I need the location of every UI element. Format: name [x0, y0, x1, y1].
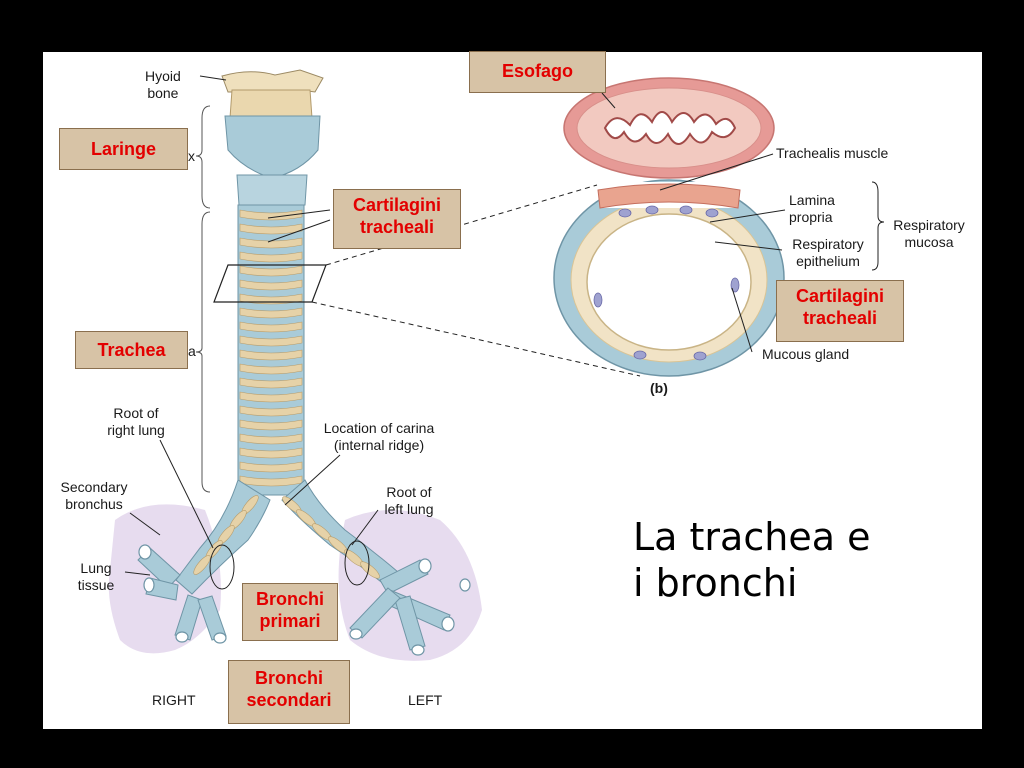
tracheal-ring: [239, 349, 303, 361]
lung-tissue-line1: Lung: [80, 560, 112, 576]
callout-bronchi-secondari: Bronchi secondari: [228, 660, 350, 724]
larynx-brace: [195, 105, 211, 209]
larynx-x-mark: x: [188, 148, 195, 164]
tracheal-ring: [239, 377, 303, 389]
respiratory-mucosa-label: Respiratory mucosa: [884, 217, 974, 251]
trachea-brace: [195, 211, 211, 493]
bronchial-rings: [193, 495, 380, 579]
lung-tissue-line2: tissue: [77, 577, 115, 593]
callout-bronchi-secondari-line2: secondari: [246, 690, 332, 710]
lamina-line2: propria: [789, 209, 833, 225]
secondary-bronchus-line1: Secondary: [60, 479, 128, 495]
respiratory-mucosa-line1: Respiratory: [893, 217, 965, 233]
cricoid-cartilage: [236, 174, 308, 206]
slide-title-line2: i bronchi: [633, 561, 798, 605]
trachealis-muscle-label: Trachealis muscle: [776, 145, 889, 161]
trachealis-muscle: [597, 183, 741, 209]
tracheal-ring: [239, 433, 303, 445]
root-left-lung-label: Root of left lung: [374, 484, 444, 518]
tracheal-ring: [239, 265, 303, 277]
hyoid-label-line1: Hyoid: [145, 68, 181, 84]
root-right-line1: Root of: [113, 405, 159, 421]
mucous-gland-label: Mucous gland: [762, 346, 850, 362]
callout-cartilagini-right-line1: Cartilagini: [795, 286, 884, 306]
lamina-propria-label: Lamina propria: [789, 192, 835, 226]
callout-laringe: Laringe: [59, 128, 188, 170]
tracheal-ring: [239, 405, 303, 417]
root-right-line2: right lung: [107, 422, 165, 438]
callout-trachea: Trachea: [75, 331, 188, 369]
carina-label: Location of carina (internal ridge): [306, 420, 452, 454]
tracheal-ring: [239, 223, 303, 235]
left-side-label: LEFT: [408, 692, 443, 708]
hyoid-label-line2: bone: [147, 85, 179, 101]
mucous-glands: [593, 205, 740, 361]
carina-line2: (internal ridge): [333, 437, 425, 453]
panel-b-label: (b): [650, 380, 668, 396]
tracheal-ring: [239, 237, 303, 249]
tracheal-ring: [239, 279, 303, 291]
thyroid-cartilage: [224, 115, 321, 179]
tracheal-ring: [239, 391, 303, 403]
right-side-label: RIGHT: [152, 692, 196, 708]
tracheal-ring: [239, 335, 303, 347]
respiratory-mucosa-line2: mucosa: [904, 234, 954, 250]
tracheal-ring: [239, 251, 303, 263]
esophagus-section: [563, 77, 775, 179]
slide-title: La trachea e i bronchi: [633, 514, 870, 606]
secondary-bronchus-line2: bronchus: [65, 496, 123, 512]
tracheal-ring: [239, 321, 303, 333]
carina-line1: Location of carina: [323, 420, 435, 436]
tracheal-ring: [239, 363, 303, 375]
callout-cartilagini-tracheali-right: Cartilagini tracheali: [776, 280, 904, 342]
root-right-lung-label: Root of right lung: [96, 405, 176, 439]
respiratory-epithelium-label: Respiratory epithelium: [782, 236, 874, 270]
tracheal-ring: [239, 447, 303, 459]
respiratory-epithelium-line1: Respiratory: [792, 236, 864, 252]
dashed-connector-top: [325, 184, 598, 266]
secondary-bronchus-label: Secondary bronchus: [48, 479, 140, 513]
callout-bronchi-secondari-line1: Bronchi: [254, 668, 323, 688]
trachea-a-mark: a: [188, 343, 196, 359]
respiratory-epithelium-line2: epithelium: [796, 253, 860, 269]
bronchial-ring: [193, 555, 211, 575]
secondary-bronchi-left: [349, 559, 451, 651]
tracheal-ring: [239, 307, 303, 319]
callout-cartilagini-tracheali-left: Cartilagini tracheali: [333, 189, 461, 249]
tracheal-ring: [239, 419, 303, 431]
callout-bronchi-primari-line2: primari: [259, 611, 321, 631]
bronchiole-openings: [138, 544, 471, 656]
callout-cartilagini-left-line1: Cartilagini: [352, 195, 441, 215]
root-left-line1: Root of: [386, 484, 432, 500]
slide-title-line1: La trachea e: [633, 515, 871, 559]
callout-esofago: Esofago: [469, 51, 606, 93]
tracheal-rings: [237, 204, 305, 496]
root-left-line2: left lung: [384, 501, 434, 517]
lamina-line1: Lamina: [789, 192, 835, 208]
tracheal-ring: [239, 209, 303, 221]
callout-bronchi-primari-line1: Bronchi: [255, 589, 324, 609]
lung-tissue-label: Lung tissue: [66, 560, 126, 594]
dashed-connector-bottom: [311, 301, 641, 377]
leader-lines-left: [124, 75, 379, 590]
leader-lines-right: [601, 92, 885, 353]
callout-bronchi-primari: Bronchi primari: [242, 583, 338, 641]
trachea-cross-section: [553, 179, 785, 377]
tracheal-ring: [239, 461, 303, 473]
epiglottis: [229, 89, 313, 119]
hyoid-bone-label: Hyoid bone: [145, 68, 181, 102]
callout-cartilagini-right-line2: tracheali: [802, 308, 878, 328]
callout-cartilagini-left-line2: tracheali: [359, 217, 435, 237]
